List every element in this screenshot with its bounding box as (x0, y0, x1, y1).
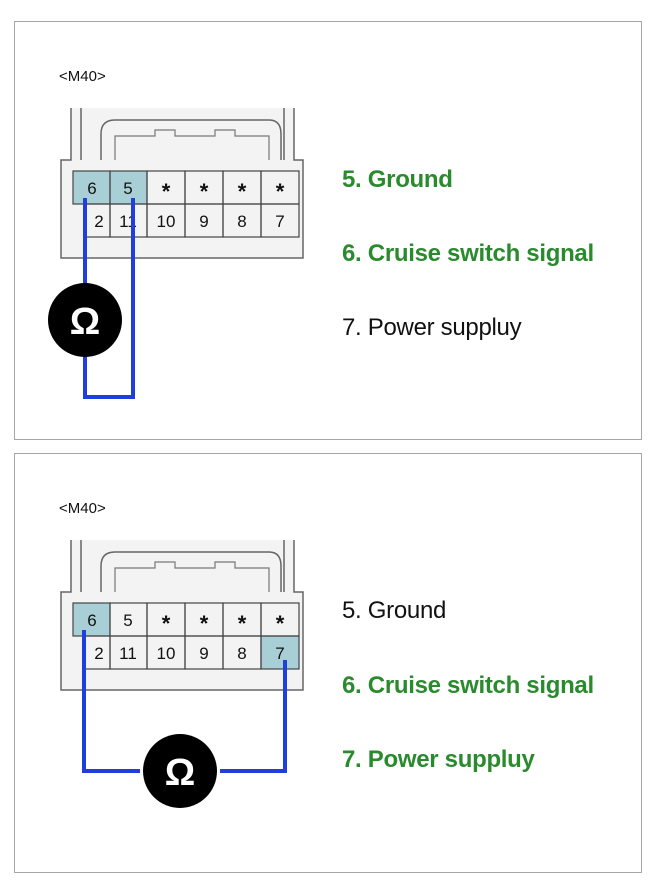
pin-label: * (200, 611, 209, 636)
pin-label: 10 (157, 212, 176, 231)
legend-item-6: 6. Cruise switch signal (342, 240, 594, 267)
legend-item-6: 6. Cruise switch signal (342, 672, 594, 699)
connector-label: <M40> (59, 500, 106, 517)
probe-wire-pin-5 (83, 198, 135, 399)
connector-housing (60, 108, 304, 259)
ohmmeter-icon: Ω (48, 283, 122, 357)
probe-wire-pin-6 (82, 630, 140, 773)
pin-7-highlight (261, 636, 299, 669)
pin-label: 6 (87, 179, 96, 198)
pin-label: 6 (87, 611, 96, 630)
pin-label: 2 (94, 212, 103, 231)
pin-label: * (238, 611, 247, 636)
omega-symbol: Ω (70, 301, 100, 343)
probe-wires (82, 630, 287, 773)
pin-label: * (200, 179, 209, 204)
legend-item-5: 5. Ground (342, 597, 446, 624)
pin-grid: 6 5 * * * * 2 11 10 9 8 7 (72, 170, 300, 238)
diagram-panel-1: <M40> 6 5 * * * (14, 21, 642, 440)
diagram-panel-2: <M40> 6 5 * * * * (14, 453, 642, 873)
panel-2-drawing: <M40> 6 5 * * * * (59, 500, 594, 808)
pin-label: * (238, 179, 247, 204)
pin-label: * (162, 611, 171, 636)
panel-1-drawing: <M40> 6 5 * * * (48, 68, 594, 399)
pin-label: 2 (94, 644, 103, 663)
pin-label: 9 (199, 644, 208, 663)
pin-label: * (276, 611, 285, 636)
pin-6-highlight (73, 171, 110, 204)
pin-label: 10 (157, 644, 176, 663)
pin-label: * (276, 179, 285, 204)
pin-6-highlight (73, 603, 110, 636)
pin-label: 8 (237, 212, 246, 231)
connector-housing (60, 540, 304, 691)
pin-5-highlight (110, 171, 147, 204)
pin-label: 8 (237, 644, 246, 663)
legend-item-7: 7. Power suppluy (342, 746, 536, 773)
pin-label: 11 (119, 644, 137, 663)
pin-label: 5 (123, 611, 132, 630)
pin-label: * (162, 179, 171, 204)
pin-label: 7 (275, 212, 284, 231)
ohmmeter-icon: Ω (143, 734, 217, 808)
pin-label: 5 (123, 179, 132, 198)
legend-item-7: 7. Power suppluy (342, 314, 522, 341)
pin-grid: 6 5 * * * * 2 11 10 9 8 7 (72, 602, 300, 670)
probe-wires (83, 198, 135, 399)
pin-label: 9 (199, 212, 208, 231)
legend-item-5: 5. Ground (342, 166, 453, 193)
omega-symbol: Ω (165, 752, 195, 794)
connector-label: <M40> (59, 68, 106, 85)
pin-label: 7 (275, 644, 284, 663)
probe-wire-pin-7 (220, 660, 287, 773)
